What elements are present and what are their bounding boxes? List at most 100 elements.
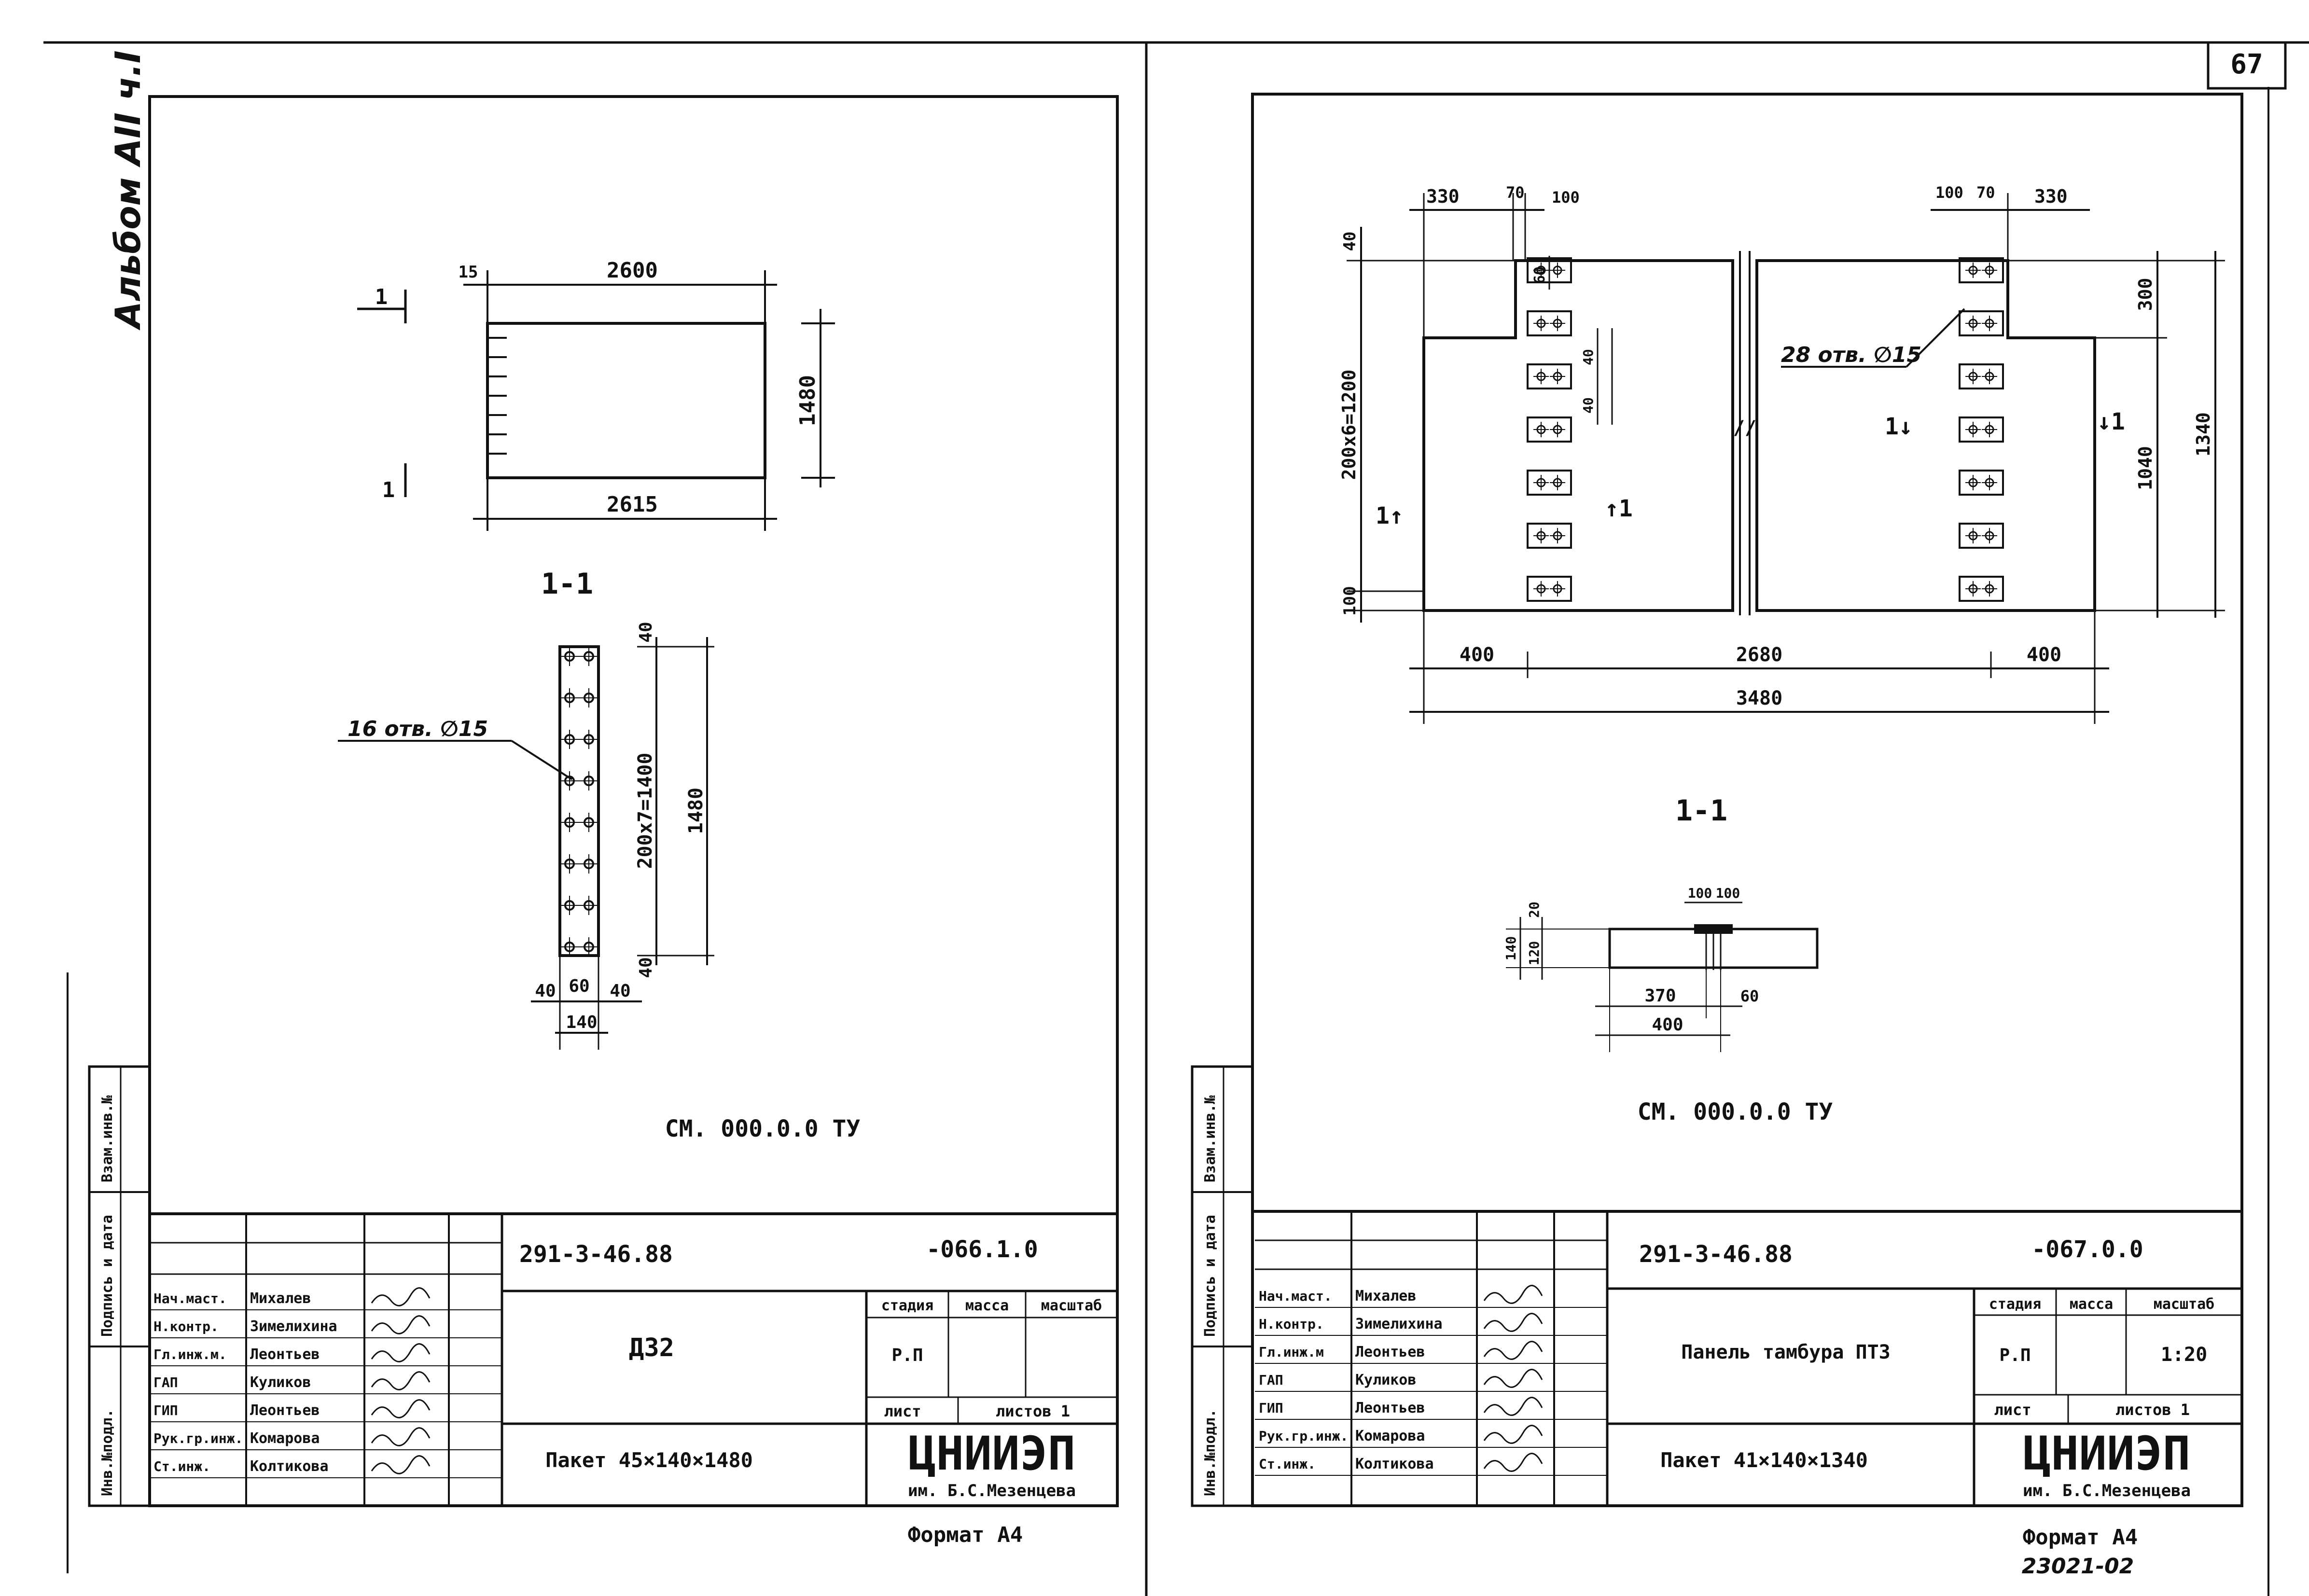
left-signature-rows: Нач.маст.МихалевН.контр.ЗимелихинаГл.инж… bbox=[150, 1287, 502, 1478]
left-sheets-label: листов 1 bbox=[996, 1402, 1070, 1420]
right-right-height: 1040 bbox=[2135, 446, 2156, 490]
page-number-box bbox=[2207, 41, 2287, 90]
panel-plate bbox=[1527, 416, 1572, 443]
panel-plate bbox=[1959, 310, 2004, 336]
right-panel-view: // 330 70 100 100 70 330 40 200x6=1200 1… bbox=[1338, 183, 2225, 724]
panel-plate bbox=[1959, 576, 2004, 602]
right-title-block: Нач.маст.МихалевН.контр.ЗимелихинаГл.инж… bbox=[1252, 1210, 2242, 1579]
svg-text://: // bbox=[1733, 417, 1756, 439]
left-dim-width: 140 bbox=[566, 1013, 597, 1032]
right-sec-h-upper: 20 bbox=[1526, 902, 1542, 918]
right-person-5: Комарова bbox=[1355, 1428, 1425, 1444]
left-role-2: Гл.инж.м. bbox=[153, 1346, 227, 1362]
left-signature-5 bbox=[371, 1427, 431, 1446]
right-dim-b-0: 400 bbox=[1460, 644, 1494, 666]
right-doc-code: 291-3-46.88 bbox=[1639, 1241, 1793, 1268]
left-holes bbox=[560, 647, 598, 957]
left-dim-spacing: 200x7=1400 bbox=[634, 753, 656, 869]
right-signature-4 bbox=[1483, 1397, 1543, 1416]
left-dim-height: 1480 bbox=[685, 788, 707, 834]
right-signature-3 bbox=[1483, 1369, 1543, 1388]
left-role-3: ГАП bbox=[153, 1374, 178, 1390]
left-mass-header: масса bbox=[965, 1297, 1009, 1314]
right-sheet-label: лист bbox=[1994, 1401, 2031, 1419]
left-side-stamp: Инв.№подл. Подпись и дата Взам.инв.№ bbox=[88, 1065, 151, 1507]
left-name: ДЗ2 bbox=[629, 1333, 674, 1362]
right-role-5: Рук.гр.инж. bbox=[1259, 1428, 1348, 1444]
right-signature-1 bbox=[1483, 1313, 1543, 1332]
left-section-mark-top: 1 bbox=[375, 285, 388, 309]
right-person-0: Михалев bbox=[1355, 1288, 1416, 1305]
right-mass-header: масса bbox=[2070, 1296, 2113, 1313]
right-role-3: ГАП bbox=[1259, 1372, 1283, 1388]
left-org: ЦНИИЭП bbox=[908, 1427, 1076, 1481]
right-side-label-2: Взам.инв.№ bbox=[1202, 1095, 1219, 1182]
left-plan-view: 2600 15 2615 1480 1 1 bbox=[357, 258, 835, 531]
right-right-total: 1340 bbox=[2193, 412, 2214, 457]
left-dim-bottom: 2615 bbox=[607, 492, 658, 517]
right-dim-b-1: 2680 bbox=[1736, 644, 1782, 666]
right-section-title: 1-1 bbox=[1675, 794, 1727, 828]
right-format: Формат А4 bbox=[2023, 1525, 2138, 1550]
left-org-sub: им. Б.С.Мезенцева bbox=[908, 1481, 1076, 1500]
right-left-gap-a: 40 bbox=[1580, 349, 1596, 365]
left-signature-0 bbox=[371, 1287, 431, 1306]
right-dim-tl-2: 100 bbox=[1552, 188, 1580, 207]
left-person-1: Зимелихина bbox=[250, 1318, 337, 1335]
left-side-label-2: Взам.инв.№ bbox=[99, 1095, 116, 1182]
right-plates bbox=[1527, 257, 2004, 602]
panel-plate bbox=[1527, 363, 1572, 389]
left-signature-3 bbox=[371, 1371, 431, 1390]
left-stage: Р.П bbox=[891, 1346, 923, 1365]
left-reference: СМ. 000.0.0 ТУ bbox=[665, 1115, 861, 1142]
right-reference: СМ. 000.0.0 ТУ bbox=[1638, 1098, 1833, 1125]
left-dim-offset: 15 bbox=[459, 263, 478, 282]
right-product: Пакет 41×140×1340 bbox=[1660, 1448, 1868, 1472]
panel-plate bbox=[1527, 310, 1572, 336]
left-role-0: Нач.маст. bbox=[153, 1291, 227, 1306]
right-stage-header: стадия bbox=[1989, 1296, 2041, 1313]
right-right-upper: 300 bbox=[2135, 278, 2156, 311]
left-frame bbox=[148, 95, 1119, 1507]
right-left-top: 40 bbox=[1340, 232, 1360, 251]
right-dim-tl-1: 70 bbox=[1506, 183, 1525, 202]
left-dim-top-edge: 40 bbox=[636, 622, 656, 642]
right-signature-0 bbox=[1483, 1285, 1543, 1304]
right-sheet: Инв.№подл. Подпись и дата Взам.инв.№ // … bbox=[1191, 87, 2269, 1596]
right-sec-mark-lc: ↑1 bbox=[1605, 495, 1633, 522]
right-role-1: Н.контр. bbox=[1259, 1316, 1324, 1332]
right-signature-6 bbox=[1483, 1453, 1543, 1472]
right-sec-w-a: 370 bbox=[1644, 986, 1676, 1006]
left-strip bbox=[558, 645, 600, 957]
left-signature-6 bbox=[371, 1455, 431, 1474]
panel-plate bbox=[1959, 363, 2004, 389]
left-dim-height: 1480 bbox=[795, 375, 820, 426]
right-stage: Р.П bbox=[1999, 1346, 2031, 1365]
right-sec-mark-r: ↓1 bbox=[2097, 408, 2125, 435]
left-dim-w-left: 40 bbox=[535, 981, 556, 1001]
right-sec-w-total: 400 bbox=[1652, 1015, 1683, 1035]
right-sec-mark-rc: 1↓ bbox=[1885, 413, 1913, 440]
right-sheets-label: листов 1 bbox=[2115, 1401, 2190, 1419]
panel-plate bbox=[1959, 416, 2004, 443]
album-label: Альбом АII ч.I bbox=[108, 50, 148, 331]
right-role-2: Гл.инж.м bbox=[1259, 1344, 1324, 1360]
right-side-label-0: Инв.№подл. bbox=[1202, 1409, 1219, 1496]
left-plan-rect bbox=[486, 322, 766, 479]
right-side-label-1: Подпись и дата bbox=[1202, 1215, 1219, 1337]
left-person-0: Михалев bbox=[250, 1290, 311, 1307]
panel-plate bbox=[1959, 470, 2004, 496]
left-sheet: Инв.№подл. Подпись и дата Взам.инв.№ 260… bbox=[88, 95, 1119, 1547]
right-person-3: Куликов bbox=[1355, 1372, 1416, 1388]
panel-plate bbox=[1959, 257, 2004, 283]
left-side-label-0: Инв.№подл. bbox=[99, 1409, 116, 1496]
left-title-block: Нач.маст.МихалевН.контр.ЗимелихинаГл.инж… bbox=[150, 1212, 1117, 1547]
panel-plate bbox=[1527, 576, 1572, 602]
left-signature-4 bbox=[371, 1399, 431, 1418]
left-sheet-code: -066.1.0 bbox=[926, 1236, 1038, 1263]
bottom-code: 23021-02 bbox=[2022, 1554, 2134, 1579]
right-name: Панель тамбура ПТЗ bbox=[1681, 1341, 1890, 1363]
left-section-mark-bottom: 1 bbox=[382, 478, 395, 502]
left-role-6: Ст.инж. bbox=[153, 1458, 210, 1474]
